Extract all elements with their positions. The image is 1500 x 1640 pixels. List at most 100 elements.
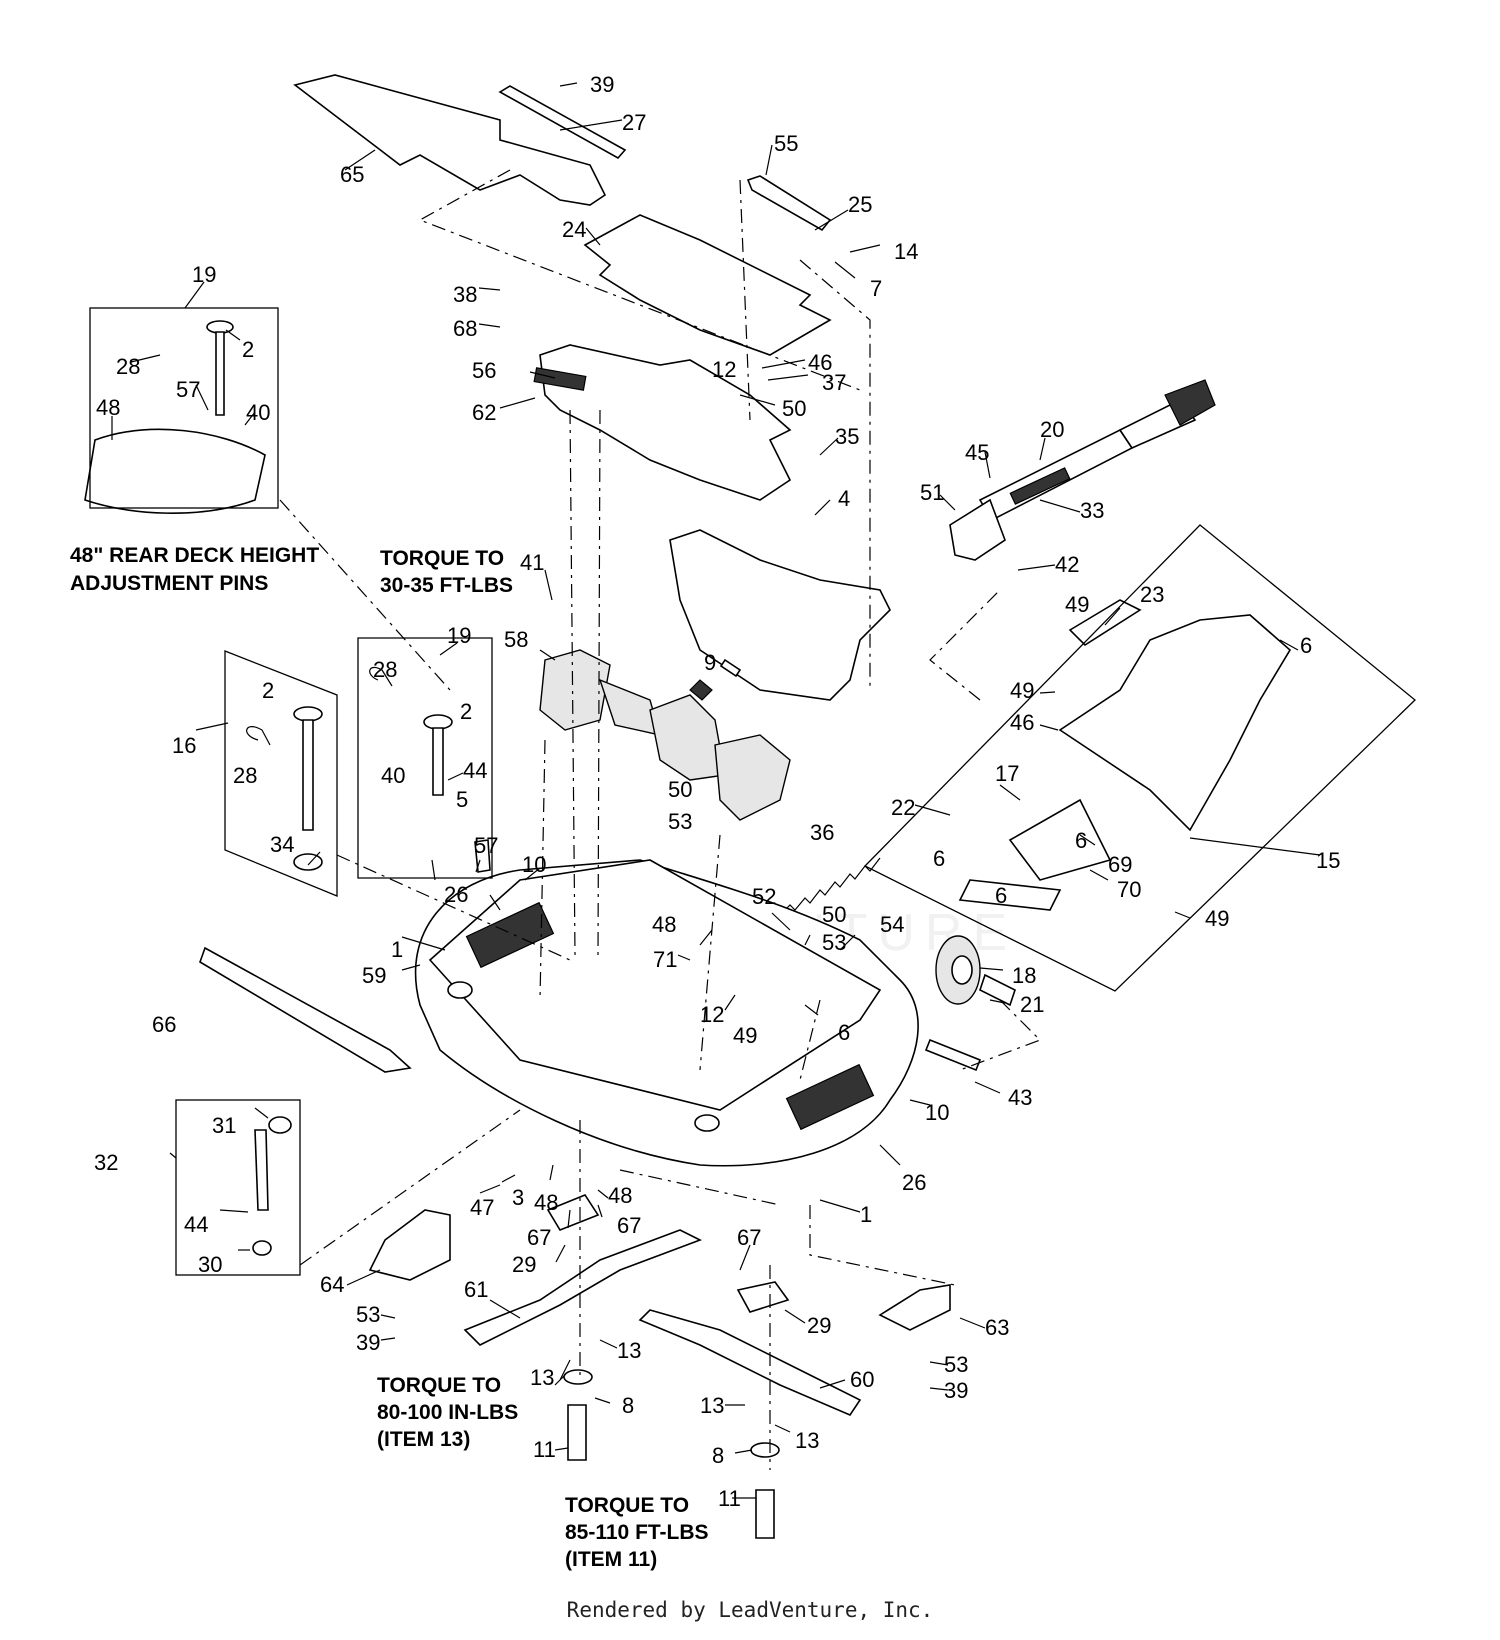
callout-35: 35 [835, 424, 859, 449]
callout-13: 13 [530, 1365, 554, 1390]
callout-26: 26 [902, 1170, 926, 1195]
callout-44: 44 [463, 758, 487, 783]
callout-40: 40 [381, 763, 405, 788]
callout-2: 2 [460, 699, 472, 724]
callout-67: 67 [617, 1213, 641, 1238]
callout-39: 39 [944, 1378, 968, 1403]
bolt-11a [567, 1404, 587, 1461]
callout-10: 10 [925, 1100, 949, 1125]
spacer-21 [979, 973, 1016, 1007]
callout-2: 2 [262, 678, 274, 703]
callout-9: 9 [704, 650, 716, 675]
note-rear-pins-2: ADJUSTMENT PINS [70, 572, 268, 595]
callout-6: 6 [995, 883, 1007, 908]
callout-52: 52 [752, 884, 776, 909]
callout-39: 39 [590, 72, 614, 97]
callout-28: 28 [373, 657, 397, 682]
callout-59: 59 [362, 963, 386, 988]
note-torque-30-1: TORQUE TO [380, 547, 504, 570]
callout-48: 48 [608, 1183, 632, 1208]
inset-box-16 [224, 650, 338, 897]
callout-1: 1 [860, 1202, 872, 1227]
strip-66 [199, 946, 412, 1073]
callout-13: 13 [617, 1338, 641, 1363]
callout-38: 38 [453, 282, 477, 307]
spindle-29a [546, 1194, 600, 1231]
callout-66: 66 [152, 1012, 176, 1037]
alignment-lines [279, 169, 1042, 1470]
callout-53: 53 [944, 1352, 968, 1377]
callout-24: 24 [562, 217, 586, 242]
callout-17: 17 [995, 761, 1019, 786]
callout-6: 6 [838, 1020, 850, 1045]
callout-12: 12 [700, 1002, 724, 1027]
callout-48: 48 [652, 912, 676, 937]
callout-51: 51 [920, 480, 944, 505]
gearbox-58 [539, 649, 791, 821]
note-torque-80-3: (ITEM 13) [377, 1428, 470, 1451]
callout-11: 11 [533, 1437, 556, 1462]
callout-22: 22 [891, 795, 915, 820]
callout-67: 67 [737, 1225, 761, 1250]
callout-50: 50 [668, 777, 692, 802]
callout-8: 8 [712, 1443, 724, 1468]
callout-6: 6 [1075, 828, 1087, 853]
callout-64: 64 [320, 1272, 344, 1297]
callout-32: 32 [94, 1150, 118, 1175]
callout-13: 13 [700, 1393, 724, 1418]
callout-29: 29 [512, 1252, 536, 1277]
callout-44: 44 [184, 1212, 208, 1237]
washer-8b [750, 1442, 780, 1458]
callout-50: 50 [822, 902, 846, 927]
spindle-29b [736, 1281, 790, 1313]
callout-48: 48 [96, 395, 120, 420]
callout-36: 36 [810, 820, 834, 845]
callout-19: 19 [192, 262, 216, 287]
callout-6: 6 [933, 846, 945, 871]
callout-53: 53 [668, 809, 692, 834]
lift-rod-32 [252, 1116, 292, 1256]
inset-box-15 [863, 524, 1416, 992]
callout-13: 13 [795, 1428, 819, 1453]
callout-30: 30 [198, 1252, 222, 1277]
note-torque-80-1: TORQUE TO [377, 1374, 501, 1397]
callout-4: 4 [838, 486, 850, 511]
washer-8a [563, 1369, 593, 1385]
callout-49: 49 [1065, 592, 1089, 617]
callout-49: 49 [733, 1023, 757, 1048]
note-torque-85-3: (ITEM 11) [565, 1548, 657, 1571]
callout-39: 39 [356, 1330, 380, 1355]
callout-5: 5 [456, 787, 468, 812]
callout-28: 28 [116, 354, 140, 379]
callout-53: 53 [356, 1302, 380, 1327]
callout-20: 20 [1040, 417, 1064, 442]
callout-69: 69 [1108, 852, 1132, 877]
frame-bracket [669, 529, 891, 701]
callout-42: 42 [1055, 552, 1079, 577]
callout-46: 46 [808, 350, 832, 375]
chute-15 [958, 614, 1292, 911]
callout-65: 65 [340, 162, 364, 187]
plate-24 [583, 214, 832, 356]
callout-31: 31 [212, 1113, 236, 1138]
drive-shaft-20 [949, 379, 1216, 561]
note-torque-85-1: TORQUE TO [565, 1494, 689, 1517]
callout-2: 2 [242, 337, 254, 362]
callout-49: 49 [1205, 906, 1229, 931]
callout-54: 54 [880, 912, 904, 937]
spring-36 [779, 857, 881, 916]
callout-27: 27 [622, 110, 646, 135]
callout-45: 45 [965, 440, 989, 465]
callout-57: 57 [474, 833, 498, 858]
callout-67: 67 [527, 1225, 551, 1250]
note-torque-30-2: 30-35 FT-LBS [380, 574, 513, 597]
callout-37: 37 [822, 370, 846, 395]
shield-62 [533, 344, 792, 501]
callout-70: 70 [1117, 877, 1141, 902]
callout-8: 8 [622, 1393, 634, 1418]
callout-71: 71 [653, 947, 677, 972]
baffle-63 [878, 1284, 951, 1331]
callout-12: 12 [712, 357, 736, 382]
leader-lines [111, 82, 1321, 1499]
callout-47: 47 [470, 1195, 494, 1220]
